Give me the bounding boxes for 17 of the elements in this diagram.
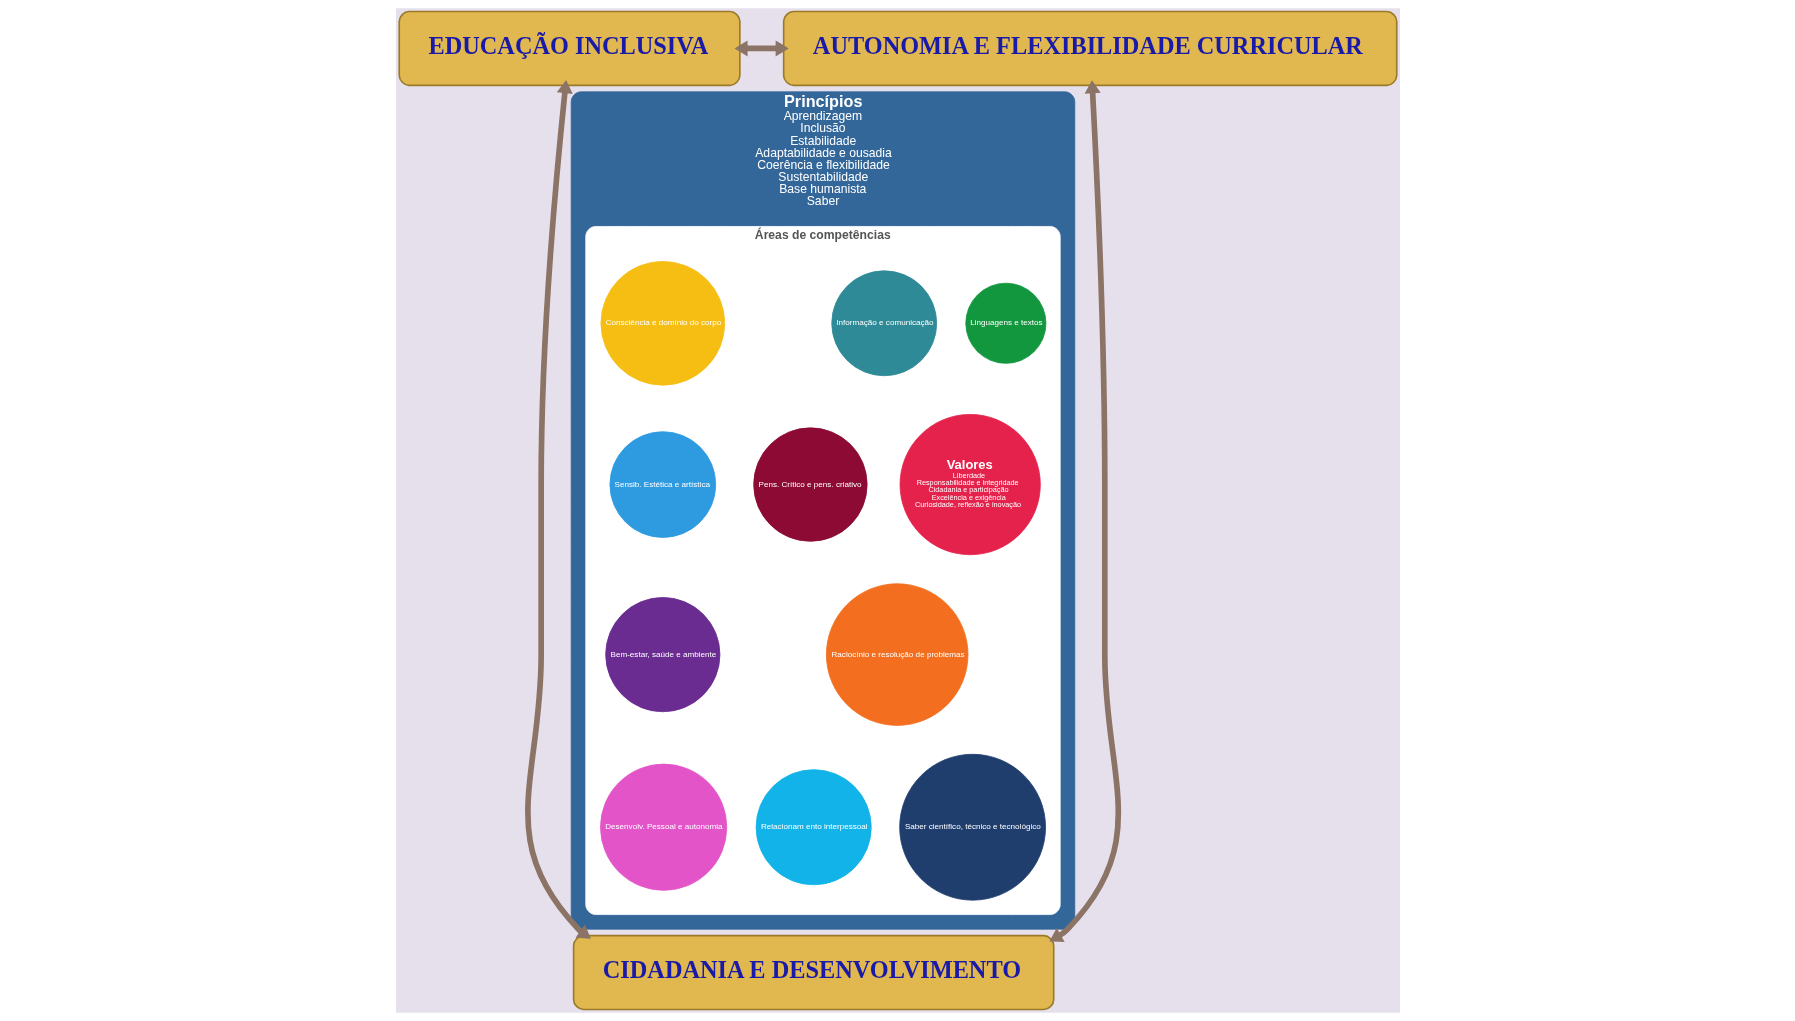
node-circle: Pens. Crítico e pens. criativo xyxy=(752,427,868,542)
node-box: AUTONOMIA E FLEXIBILIDADE CURRICULAR xyxy=(782,10,1398,87)
node-circle: Relacionam ento interpessoal xyxy=(755,769,872,886)
node-circle: Consciência e domínio do corpo xyxy=(600,261,725,386)
node-circle: Informação e comunicação xyxy=(830,270,937,377)
node-circle: Desenvolv. Pessoal e autonomia xyxy=(599,763,727,891)
node-circle: Raciocínio e resolução de problemas xyxy=(825,583,968,726)
node-box: EDUCAÇÃO INCLUSIVA xyxy=(397,10,741,87)
node-circle: Linguagens e textos xyxy=(964,282,1046,364)
arrow xyxy=(524,80,591,939)
node-circle: Sensib. Estética e artística xyxy=(609,431,716,538)
node-circle: Bem-estar, saúde e ambiente xyxy=(604,597,720,713)
arrow xyxy=(733,40,789,57)
node-circle: Saber científico, técnico e tecnológico xyxy=(898,753,1046,901)
node-circle: Valores Liberdade Responsabilidade e integridade Cidadania e participação Excelência e exigência Curiosidade, reflexão e inovação xyxy=(899,414,1041,556)
node-box: CIDADANIA E DESENVOLVIMENTO xyxy=(572,934,1054,1011)
arrow xyxy=(1048,80,1121,942)
